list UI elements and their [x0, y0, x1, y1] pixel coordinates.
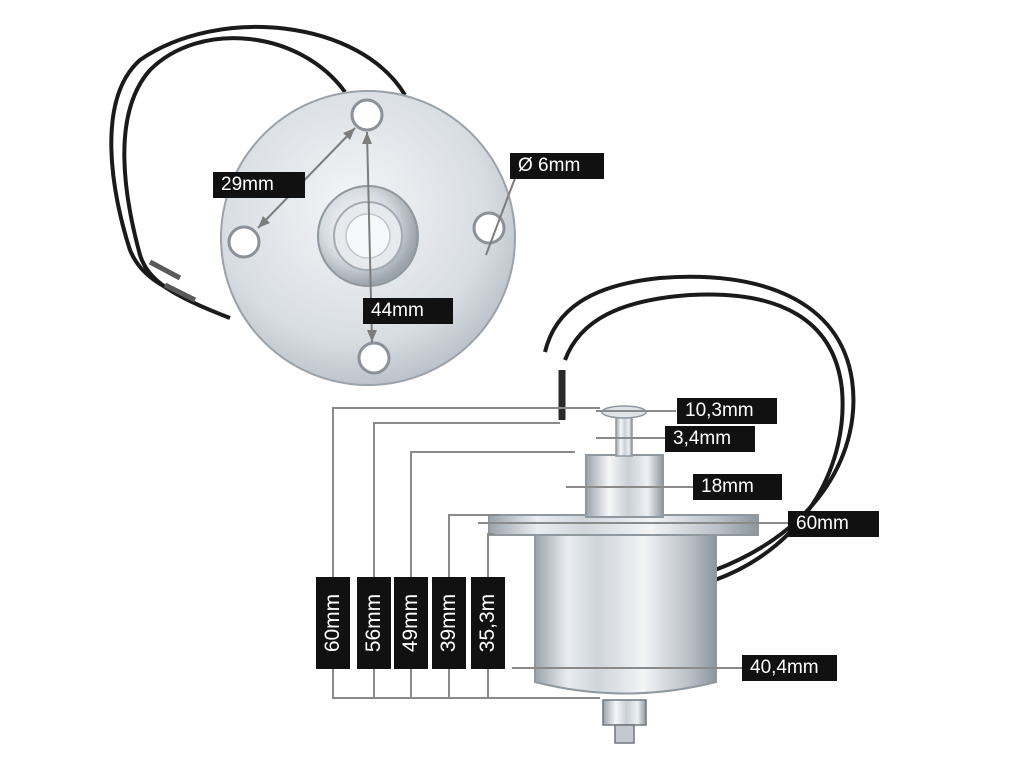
wire-sleeve-2 [163, 282, 197, 303]
arrow-head [343, 128, 355, 140]
label-hole-diameter: Ø 6mm [510, 153, 604, 179]
label-height-49-text: 49mm [399, 593, 422, 653]
label-height-56-text: 56mm [362, 593, 385, 653]
bolt-hole-bottom [357, 341, 391, 375]
bolt-hole-left [227, 225, 261, 259]
label-cap-width: 10,3mm [677, 398, 777, 424]
top-wire-2 [109, 25, 407, 302]
label-flange-width: 60mm [788, 511, 879, 537]
label-plunger-diameter: 18mm [693, 474, 782, 500]
arrow-head [258, 216, 270, 228]
wire-sleeve-1 [148, 259, 182, 281]
label-height-35: 35,3m [471, 577, 505, 669]
label-flange-diameter: 44mm [363, 298, 453, 324]
arrow-head [367, 330, 377, 342]
mounting-nut [602, 699, 647, 726]
label-bolt-spacing: 29mm [213, 172, 305, 198]
center-boss-core [345, 213, 391, 259]
leader-line-6mm [485, 164, 521, 256]
label-height-56: 56mm [357, 577, 391, 669]
pin [615, 415, 633, 457]
label-height-39-text: 39mm [437, 593, 460, 653]
bolt-hole-right [472, 211, 506, 245]
label-height-35-text: 35,3m [476, 593, 499, 653]
solenoid-body [534, 534, 717, 695]
arrow-head [362, 132, 372, 144]
label-total-height: 60mm [316, 577, 350, 669]
horizontal-dimension-lines [478, 410, 788, 669]
bolt-hole-top [350, 98, 384, 132]
dim-line-29mm [257, 127, 356, 229]
side-wire-2 [563, 292, 845, 582]
threaded-stud [614, 724, 635, 744]
label-body-diameter: 40,4mm [742, 655, 837, 681]
label-height-49: 49mm [394, 577, 428, 669]
dim-line-60mm [332, 407, 600, 699]
label-total-height-text: 60mm [321, 593, 344, 653]
label-pin-diameter: 3,4mm [665, 426, 755, 452]
label-height-39: 39mm [432, 577, 466, 669]
top-view [109, 25, 521, 386]
